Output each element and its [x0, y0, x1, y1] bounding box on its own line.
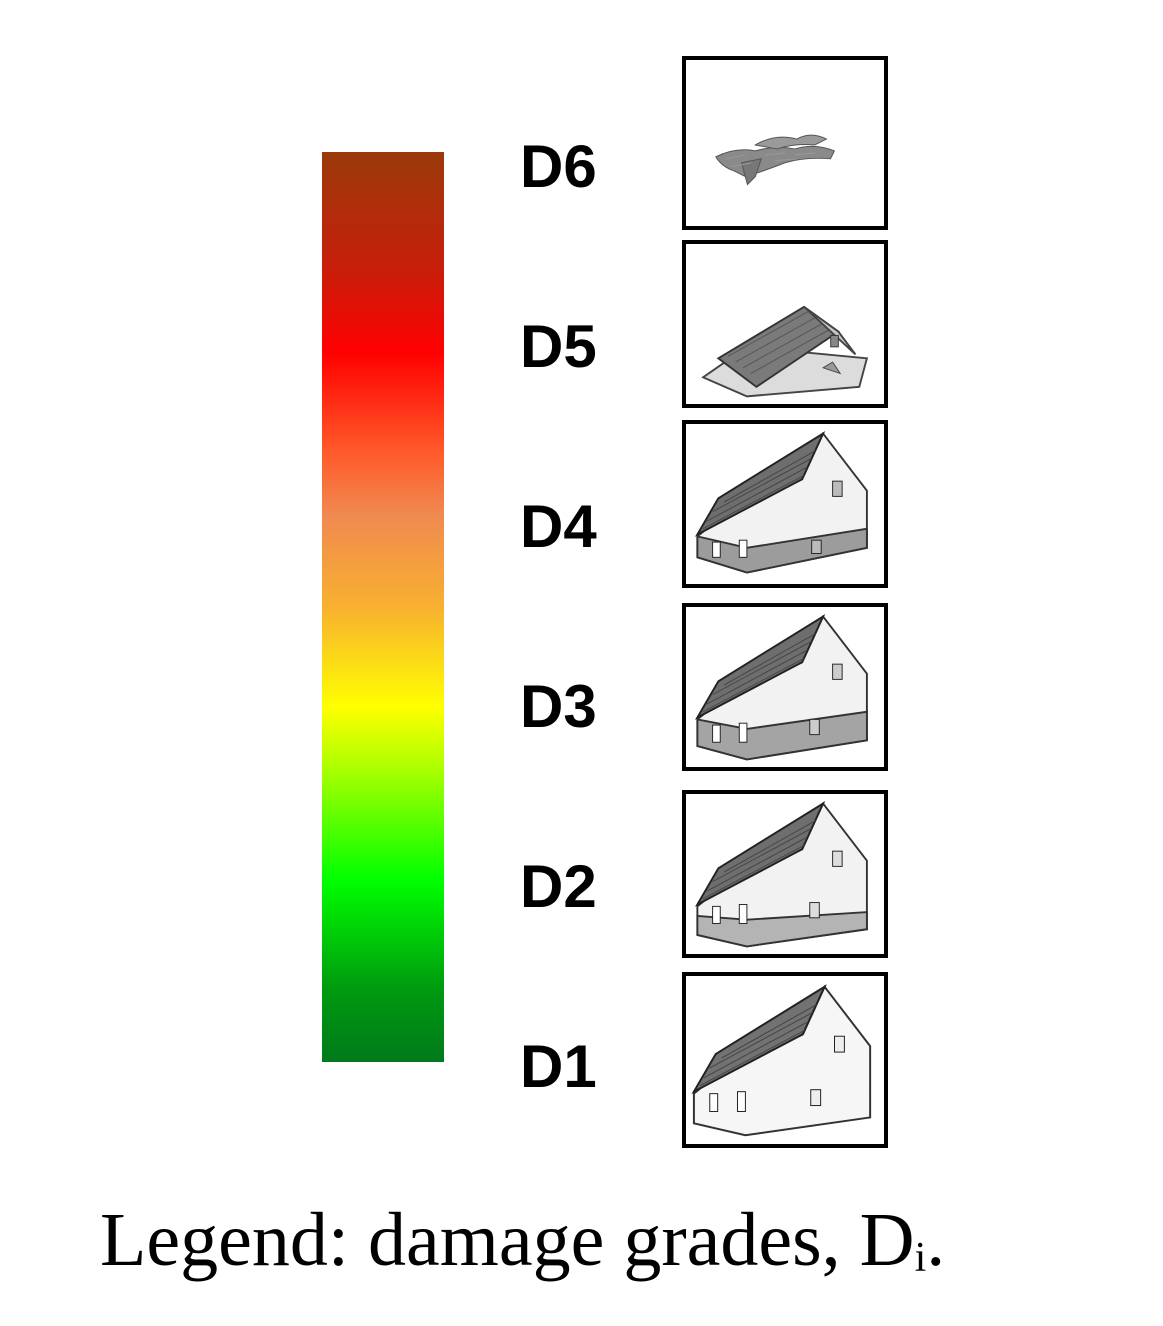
caption-suffix: . — [926, 1198, 946, 1282]
grade-label-d6: D6 — [520, 133, 597, 200]
caption-text: Legend: damage grades, D — [100, 1198, 915, 1282]
damage-colorbar — [322, 152, 444, 1062]
grade-label-d4: D4 — [520, 493, 597, 560]
house-no-damage-icon — [691, 984, 872, 1137]
grade-image-d6 — [682, 56, 888, 230]
house-moderate-damage-icon — [694, 614, 868, 761]
grade-image-d4 — [682, 420, 888, 588]
legend-caption: Legend: damage grades, Di. — [100, 1200, 1120, 1298]
house-slight-damage-icon — [694, 801, 868, 948]
grade-label-d2: D2 — [520, 853, 597, 920]
house-severe-damage-icon — [694, 431, 868, 574]
caption-subscript: i — [914, 1235, 927, 1281]
collapsed-house-rubble-icon — [715, 134, 836, 186]
grade-image-d1 — [682, 972, 888, 1148]
grade-label-d3: D3 — [520, 673, 597, 740]
house-collapsed-walls-icon — [701, 305, 869, 398]
grade-image-d2 — [682, 790, 888, 958]
grade-label-d1: D1 — [520, 1033, 597, 1100]
grade-image-d5 — [682, 240, 888, 408]
grade-label-d5: D5 — [520, 313, 597, 380]
grade-image-d3 — [682, 603, 888, 771]
